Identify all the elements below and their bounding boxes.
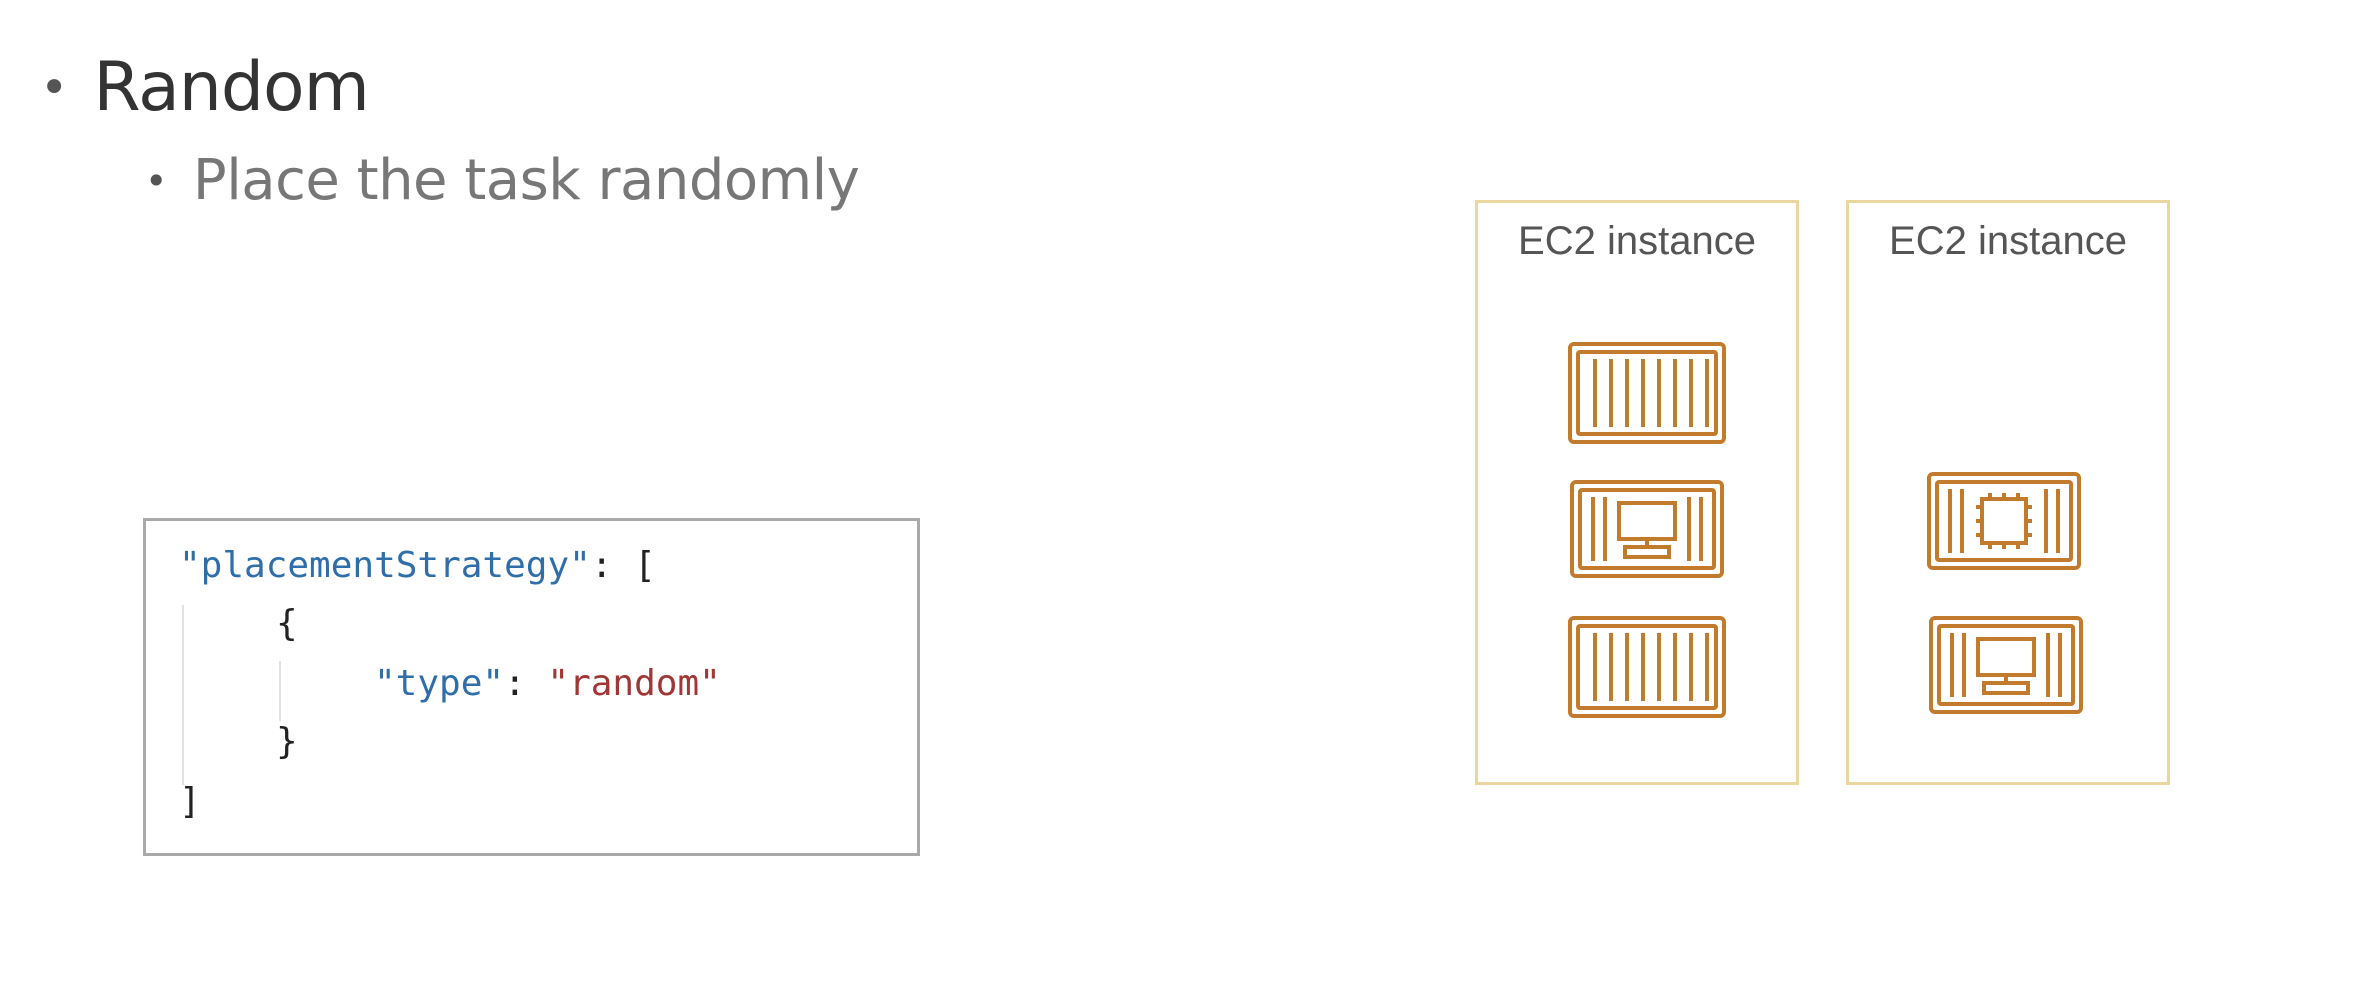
code-line-4: }: [276, 721, 298, 762]
task-monitor-icon: [1570, 480, 1724, 578]
json-key-strategy: "placementStrategy": [179, 545, 591, 586]
ec2-instance-box: EC2 instance: [1475, 200, 1799, 785]
task-chip-icon: [1927, 472, 2081, 570]
code-line-2: {: [276, 603, 298, 644]
code-line-1: "placementStrategy": [: [179, 545, 656, 586]
json-value-random: "random": [547, 663, 721, 704]
json-punct: : [: [590, 545, 656, 586]
bullet-random: • Random: [40, 48, 370, 127]
bullet-place-task: • Place the task randomly: [145, 148, 860, 213]
container-icon: [1568, 616, 1726, 718]
subheading-place-task: Place the task randomly: [192, 148, 860, 213]
bullet-dot: •: [145, 158, 167, 203]
indent-guide: [279, 661, 281, 721]
json-key-type: "type": [374, 663, 505, 704]
bullet-dot: •: [40, 59, 68, 116]
code-line-3: "type": "random": [374, 663, 721, 704]
code-line-5: ]: [179, 781, 201, 822]
heading-random: Random: [93, 48, 370, 127]
json-code-box: "placementStrategy": [ { "type": "random…: [143, 518, 920, 856]
ec2-instance-label: EC2 instance: [1518, 219, 1756, 263]
ec2-instance-label: EC2 instance: [1889, 219, 2127, 263]
indent-guide: [182, 605, 184, 785]
task-monitor-icon: [1929, 616, 2083, 714]
json-punct: :: [504, 663, 548, 704]
container-icon: [1568, 342, 1726, 444]
ec2-instance-box: EC2 instance: [1846, 200, 2170, 785]
